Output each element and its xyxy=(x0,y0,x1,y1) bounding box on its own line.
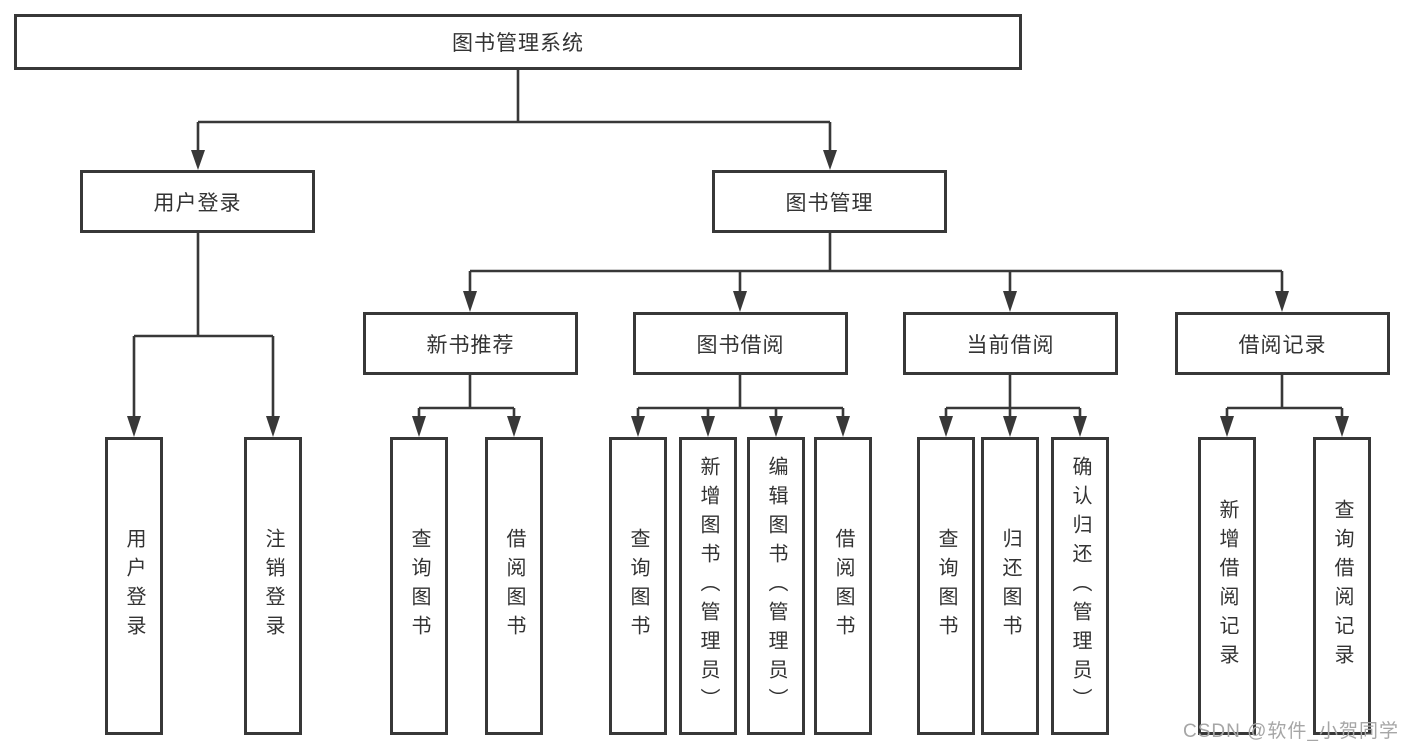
leaf-borrow-books-recommend-label: 借阅图书 xyxy=(503,528,525,644)
node-user-login-label: 用户登录 xyxy=(153,191,242,215)
leaf-query-books-borrowing: 查询图书 xyxy=(609,437,667,735)
node-root: 图书管理系统 xyxy=(14,14,1022,70)
leaf-edit-book-admin: 编辑图书（管理员） xyxy=(747,437,805,735)
node-current-borrowing-label: 当前借阅 xyxy=(966,333,1055,357)
node-book-borrowing-label: 图书借阅 xyxy=(696,333,785,357)
leaf-logout-label: 注销登录 xyxy=(262,528,284,644)
node-book-borrowing: 图书借阅 xyxy=(633,312,848,375)
leaf-add-borrow-record: 新增借阅记录 xyxy=(1198,437,1256,735)
leaf-query-books-recommend-label: 查询图书 xyxy=(408,528,430,644)
node-borrowing-records-label: 借阅记录 xyxy=(1238,333,1327,357)
leaf-logout: 注销登录 xyxy=(244,437,302,735)
leaf-query-borrow-record: 查询借阅记录 xyxy=(1313,437,1371,735)
node-root-label: 图书管理系统 xyxy=(452,32,584,55)
leaf-user-login-label: 用户登录 xyxy=(123,528,145,644)
leaf-edit-book-admin-label: 编辑图书（管理员） xyxy=(765,455,787,717)
watermark: CSDN @软件_小贺同学 xyxy=(1183,721,1399,742)
leaf-query-borrow-record-label: 查询借阅记录 xyxy=(1331,499,1353,673)
node-current-borrowing: 当前借阅 xyxy=(903,312,1118,375)
node-new-book-recommend: 新书推荐 xyxy=(363,312,578,375)
leaf-return-book: 归还图书 xyxy=(981,437,1039,735)
node-user-login: 用户登录 xyxy=(80,170,315,233)
leaf-query-books-current: 查询图书 xyxy=(917,437,975,735)
leaf-borrow-books-borrowing-label: 借阅图书 xyxy=(832,528,854,644)
node-book-management: 图书管理 xyxy=(712,170,947,233)
leaf-query-books-borrowing-label: 查询图书 xyxy=(627,528,649,644)
leaf-add-book-admin-label: 新增图书（管理员） xyxy=(697,455,719,717)
leaf-user-login: 用户登录 xyxy=(105,437,163,735)
leaf-add-book-admin: 新增图书（管理员） xyxy=(679,437,737,735)
leaf-query-books-current-label: 查询图书 xyxy=(935,528,957,644)
leaf-add-borrow-record-label: 新增借阅记录 xyxy=(1216,499,1238,673)
leaf-borrow-books-recommend: 借阅图书 xyxy=(485,437,543,735)
leaf-confirm-return-admin-label: 确认归还（管理员） xyxy=(1069,455,1091,717)
node-borrowing-records: 借阅记录 xyxy=(1175,312,1390,375)
node-new-book-recommend-label: 新书推荐 xyxy=(426,333,515,357)
leaf-query-books-recommend: 查询图书 xyxy=(390,437,448,735)
node-book-management-label: 图书管理 xyxy=(785,191,874,215)
leaf-return-book-label: 归还图书 xyxy=(999,528,1021,644)
leaf-borrow-books-borrowing: 借阅图书 xyxy=(814,437,872,735)
leaf-confirm-return-admin: 确认归还（管理员） xyxy=(1051,437,1109,735)
